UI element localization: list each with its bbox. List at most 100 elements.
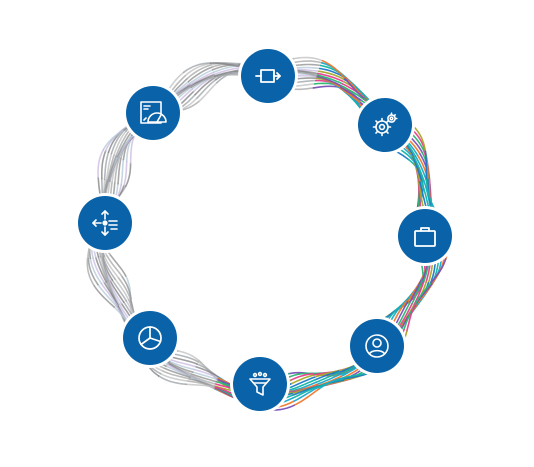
ribbon-strand: [315, 371, 341, 384]
ribbon-strand: [321, 59, 346, 80]
ribbon-strand: [113, 130, 127, 156]
ribbon-strand: [288, 372, 314, 378]
funnel-filter-icon: [245, 369, 275, 399]
user-profile-icon: [362, 331, 392, 361]
ribbon-strand: [189, 73, 215, 87]
ribbon-strand: [313, 369, 340, 379]
ribbon-strand: [213, 66, 241, 76]
ribbon-strand: [292, 56, 324, 62]
briefcase-node[interactable]: [398, 209, 452, 263]
ribbon-strand: [344, 77, 365, 100]
ribbon-strand: [398, 303, 413, 328]
ribbon-strand: [312, 85, 342, 89]
ribbon-strand: [187, 66, 213, 83]
ribbon-strand: [411, 279, 423, 305]
ribbon-strand: [392, 300, 408, 323]
ribbon-strand: [288, 87, 315, 91]
funnel-filter-node[interactable]: [233, 357, 287, 411]
ribbon-strand: [103, 151, 110, 181]
ribbon-strand: [193, 368, 219, 379]
ribbon-strand: [159, 372, 189, 382]
ribbon-strand: [292, 385, 319, 399]
ribbon-strand: [102, 255, 116, 280]
ribbon-strand: [265, 404, 295, 411]
ribbon-strand: [339, 86, 364, 102]
ribbon-strand: [169, 358, 197, 368]
user-profile-node[interactable]: [350, 319, 404, 373]
ribbon-strand: [190, 373, 217, 383]
ribbon-strand: [163, 367, 191, 379]
ribbon-strand: [108, 280, 123, 305]
ribbon-strand: [182, 62, 212, 74]
ribbon-strand: [344, 76, 366, 99]
ribbon-strand: [176, 97, 198, 112]
pie-chart-node[interactable]: [123, 311, 177, 365]
ribbon-strand: [187, 380, 216, 388]
ribbon-strand: [341, 371, 372, 379]
ribbon-strand: [290, 381, 317, 392]
settings-node[interactable]: [358, 98, 412, 152]
ribbon-strand: [114, 156, 121, 184]
ribbon-strand: [117, 134, 133, 158]
process-flow-node[interactable]: [241, 49, 295, 103]
ribbon-strand: [429, 258, 447, 285]
ribbon-strand: [214, 71, 242, 78]
pie-chart-icon: [135, 323, 165, 353]
ribbon-strand: [109, 279, 125, 303]
ribbon-strand: [413, 156, 425, 182]
ribbon-strand: [87, 257, 99, 286]
ribbon-strand: [92, 257, 105, 284]
ribbon-strand: [293, 388, 320, 407]
ribbon-strand: [176, 349, 200, 362]
dashboard-gauge-node[interactable]: [126, 86, 180, 140]
ribbon-strand: [291, 63, 322, 67]
ribbon-strand: [425, 179, 434, 206]
ring-inner-mask: [122, 90, 410, 372]
ribbon-strand: [291, 68, 319, 75]
ribbon-strand: [106, 154, 115, 182]
ribbon-strand: [185, 383, 216, 388]
ribbon-strand: [417, 181, 424, 208]
ribbon-strand: [198, 81, 218, 103]
ribbon-strand: [114, 278, 130, 301]
ribbon-strand: [121, 276, 132, 300]
ribbon-strand: [168, 360, 195, 371]
ribbon-strand: [174, 353, 199, 363]
ribbon-strand: [157, 375, 188, 386]
process-flow-icon: [253, 61, 283, 91]
ribbon-strand: [190, 374, 217, 385]
ribbon-strand: [213, 69, 241, 77]
ribbon-strand: [339, 87, 362, 104]
ribbon-strand: [106, 254, 124, 278]
dashboard-gauge-icon: [138, 98, 168, 128]
ribbon-strand: [97, 148, 105, 179]
ribbon-strand: [397, 302, 411, 327]
ribbon-strand: [292, 60, 323, 64]
ribbon-strand: [289, 374, 315, 385]
ribbon-strand: [103, 281, 119, 307]
ribbon-strand: [189, 71, 215, 86]
ribbon-strand: [390, 300, 407, 322]
ribbon-strand: [316, 74, 344, 85]
ribbon-strand: [117, 277, 132, 300]
ribbon-strand: [103, 255, 120, 279]
ribbon-strand: [165, 365, 192, 378]
ribbon-strand: [186, 64, 212, 80]
ribbon-strand: [97, 256, 109, 283]
ribbon-strand: [412, 125, 427, 153]
ribbon-strand: [93, 284, 115, 308]
ribbon-strand: [290, 376, 316, 388]
ribbon-strand: [115, 131, 129, 157]
ribbon-strand: [412, 156, 423, 183]
move-arrows-node[interactable]: [78, 196, 132, 250]
ribbon-strand: [110, 129, 126, 155]
ribbon-strand: [89, 257, 103, 285]
ribbon-strand: [124, 162, 132, 187]
ribbon-strand: [317, 377, 344, 391]
ribbon-strand: [413, 282, 432, 307]
ribbon-strand: [288, 83, 316, 87]
ribbon-strand: [175, 93, 196, 111]
ribbon-strand: [315, 373, 342, 386]
ribbon-strand: [289, 372, 315, 382]
ribbon-strand: [406, 129, 426, 153]
